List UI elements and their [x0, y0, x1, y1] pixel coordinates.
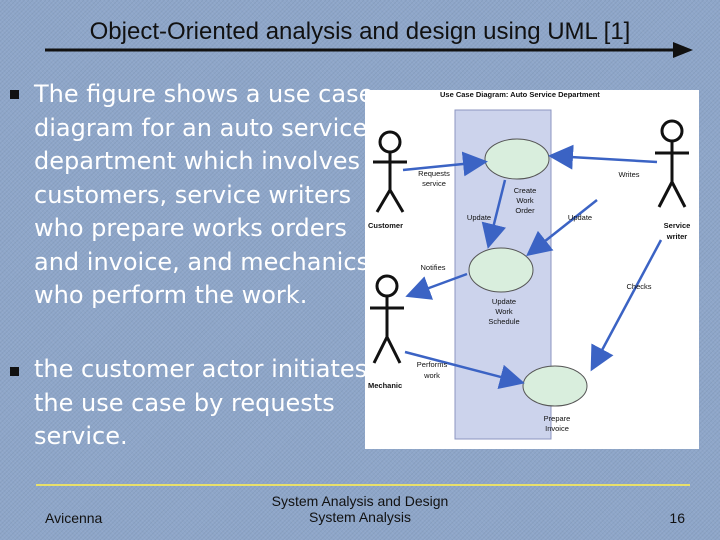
relation-label: Performs	[417, 360, 448, 369]
use-case-label: Schedule	[488, 317, 519, 326]
use-case-label: Prepare	[544, 414, 571, 423]
arrow-checks	[590, 239, 663, 372]
relation-label: Update	[467, 213, 491, 222]
relation-label: Update	[568, 213, 592, 222]
arrow-update-right	[526, 199, 598, 257]
use-case-label: Order	[515, 206, 535, 215]
actor-service-writer-icon	[655, 119, 689, 208]
actor-label-service-writer: Service	[664, 221, 691, 230]
relation-label: Writes	[618, 170, 639, 179]
slide-title: Object-Oriented analysis and design usin…	[89, 18, 631, 45]
use-case-label: Invoice	[545, 424, 569, 433]
arrow-update-left	[481, 179, 507, 249]
footer-divider	[36, 484, 690, 486]
bullet-text-2: the customer actor initiates the use cas…	[34, 355, 368, 450]
title-underline-arrow	[45, 42, 693, 58]
actor-customer-icon	[373, 130, 407, 213]
arrow-performs-work	[404, 350, 525, 390]
relation-label: work	[423, 371, 440, 380]
relation-label: Notifies	[420, 263, 445, 272]
use-case-update-work-schedule	[468, 247, 534, 293]
bullet-marker	[10, 90, 24, 104]
use-case-label: Work	[495, 307, 513, 316]
actor-label-mechanic: Mechanic	[368, 381, 402, 390]
relation-label: service	[422, 179, 446, 188]
bullet-marker	[10, 367, 24, 381]
bullet-text-1: The figure shows a use case diagram for …	[34, 80, 374, 309]
footer-course: System Analysis and Design System Analys…	[250, 493, 470, 525]
relation-label: Checks	[626, 282, 651, 291]
page-number: 16	[669, 510, 685, 526]
arrow-requests-service	[402, 151, 488, 177]
use-case-create-work-order	[484, 138, 550, 180]
use-case-label: Work	[516, 196, 534, 205]
use-case-label: Update	[492, 297, 516, 306]
arrow-writes	[548, 144, 658, 170]
actor-label-service-writer: writer	[666, 232, 688, 241]
use-case-prepare-invoice	[522, 365, 588, 407]
arrow-notifies	[405, 272, 468, 300]
use-case-diagram: Use Case Diagram: Auto Service Departmen…	[365, 90, 699, 449]
actor-label-customer: Customer	[368, 221, 403, 230]
footer-author: Avicenna	[45, 510, 103, 526]
relation-label: Requests	[418, 169, 450, 178]
actor-mechanic-icon	[370, 274, 404, 364]
diagram-title: Use Case Diagram: Auto Service Departmen…	[440, 90, 600, 99]
footer-course-line: System Analysis and Design	[271, 493, 449, 509]
footer-course-line: System Analysis	[309, 509, 411, 525]
use-case-label: Create	[514, 186, 537, 195]
